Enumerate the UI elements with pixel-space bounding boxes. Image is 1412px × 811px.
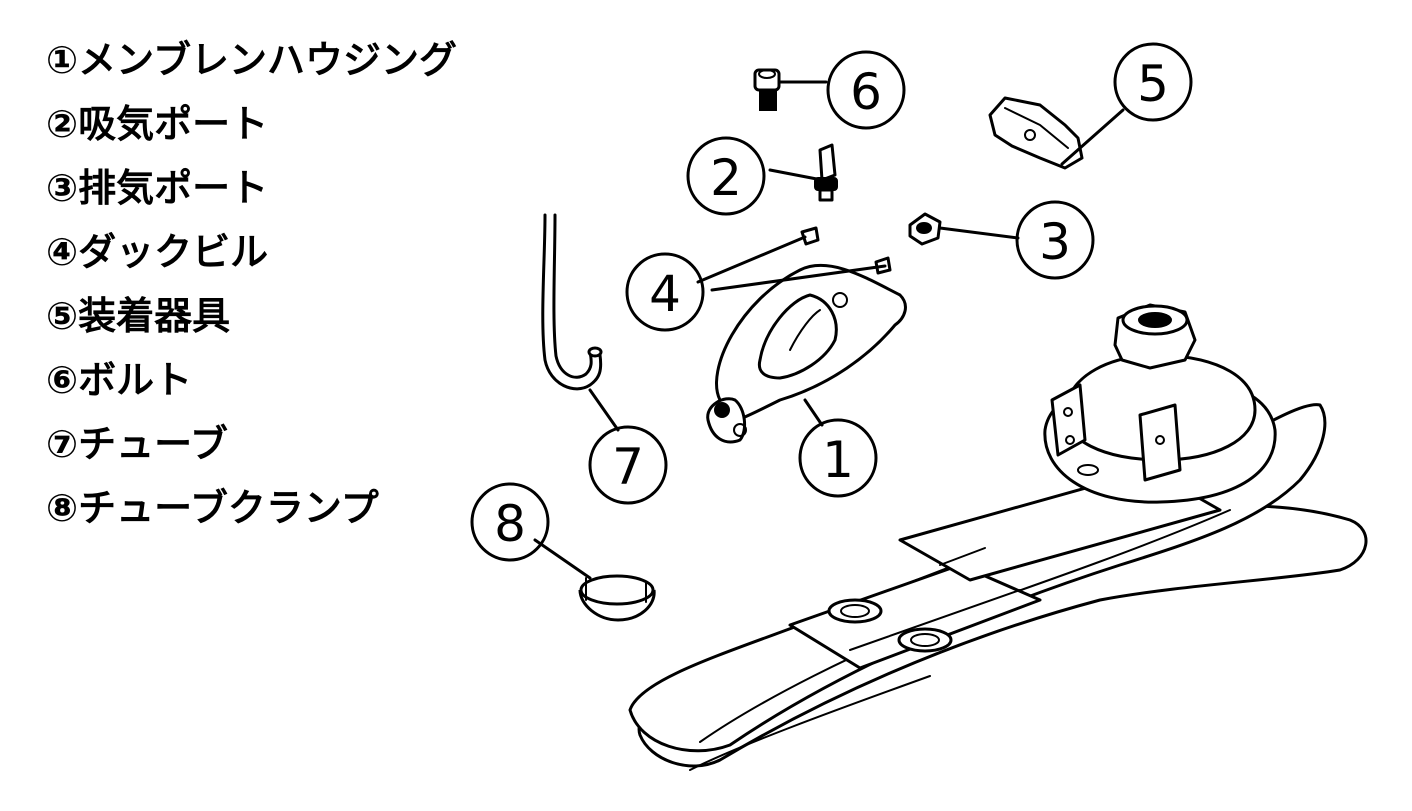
intake-port <box>814 143 838 202</box>
legend-item-duckbill: ④ダックビル <box>46 230 269 274</box>
attachment-fixture <box>988 96 1084 170</box>
callout-1-label: 1 <box>822 431 854 489</box>
callout-6-label: 6 <box>850 63 882 121</box>
legend-item-tube-clamp: ⑧チューブクランプ <box>46 486 379 530</box>
prosthetic-foot <box>628 303 1368 771</box>
callout-8: 8 <box>470 482 550 562</box>
legend-item-attachment: ⑤装着器具 <box>46 294 231 338</box>
callout-4: 4 <box>625 252 705 332</box>
callout-4-label: 4 <box>649 265 681 323</box>
exhaust-port <box>908 212 942 246</box>
legend-item-membrane-housing: ①メンブレンハウジング <box>46 38 458 82</box>
callout-1: 1 <box>798 418 878 498</box>
legend-item-tube: ⑦チューブ <box>46 422 228 466</box>
callout-5: 5 <box>1113 42 1193 122</box>
callout-7-label: 7 <box>612 438 644 496</box>
callout-2: 2 <box>686 136 766 216</box>
callout-2-label: 2 <box>710 149 742 207</box>
callout-6: 6 <box>826 50 906 130</box>
duckbill-valves <box>800 226 892 275</box>
legend-item-bolt: ⑥ボルト <box>46 358 193 402</box>
legend-item-exhaust-port: ③排気ポート <box>46 166 269 210</box>
parts-legend: ①メンブレンハウジング ②吸気ポート ③排気ポート ④ダックビル ⑤装着器具 ⑥… <box>46 28 457 540</box>
callout-3: 3 <box>1015 200 1095 280</box>
callout-3-label: 3 <box>1039 213 1071 271</box>
tube-clamp <box>578 574 656 622</box>
membrane-housing <box>706 263 907 444</box>
callout-8-label: 8 <box>494 495 526 553</box>
bolt <box>753 68 781 111</box>
callout-5-label: 5 <box>1137 55 1169 113</box>
legend-item-intake-port: ②吸気ポート <box>46 102 269 146</box>
tube <box>541 213 603 391</box>
callout-7: 7 <box>588 425 668 505</box>
leader-lines <box>533 80 1125 580</box>
